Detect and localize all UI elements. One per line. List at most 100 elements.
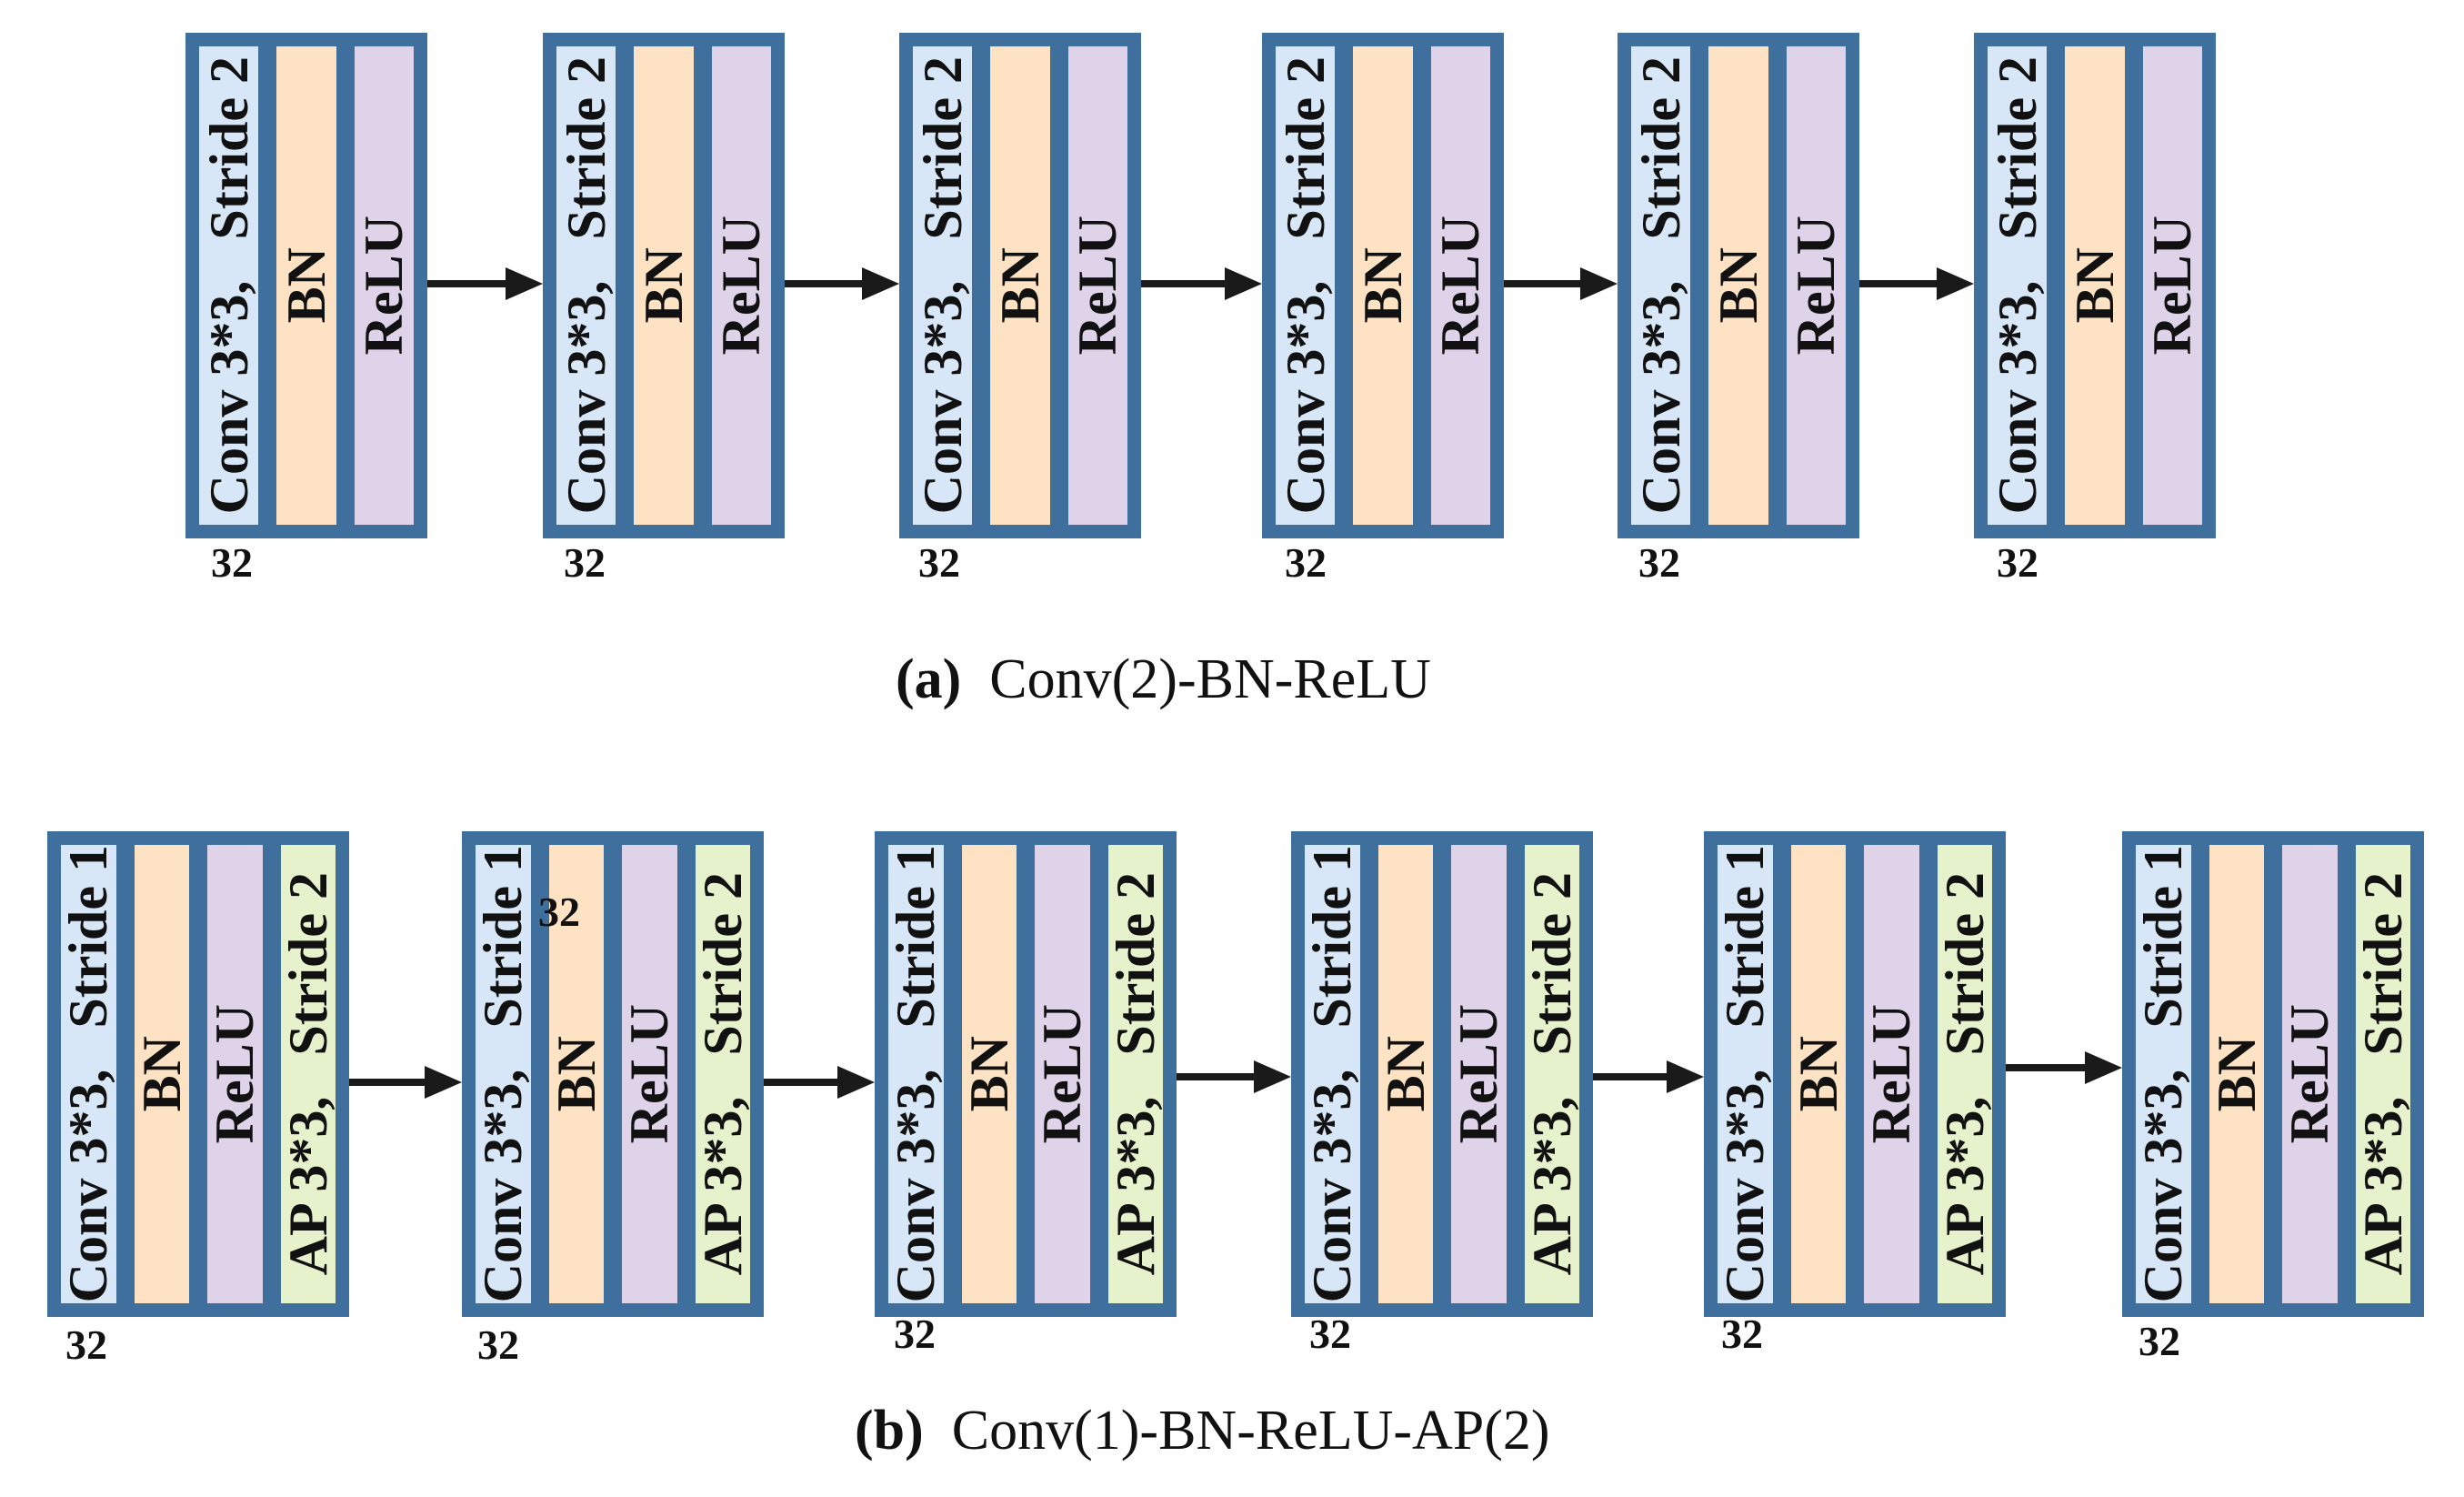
channel-count: 32 bbox=[211, 539, 253, 586]
relu-label: ReLU bbox=[619, 1004, 680, 1144]
block-b2: Conv 3*3, Stride 1 BN ReLU AP 3*3, Strid… bbox=[462, 831, 764, 1317]
relu-label: ReLU bbox=[354, 216, 415, 356]
arrow-right-icon bbox=[1593, 1060, 1704, 1093]
conv-layer: Conv 3*3, Stride 1 bbox=[883, 839, 949, 1309]
channel-count: 32 bbox=[2138, 1318, 2180, 1364]
relu-layer: ReLU bbox=[1062, 41, 1133, 530]
conv-label: Conv 3*3, Stride 1 bbox=[1302, 845, 1363, 1303]
arrow-right-icon bbox=[427, 267, 543, 300]
conv-layer: Conv 3*3, Stride 2 bbox=[1626, 41, 1697, 530]
block-a6: Conv 3*3, Stride 2 BN ReLU bbox=[1974, 33, 2216, 538]
relu-label: ReLU bbox=[1448, 1004, 1509, 1144]
conv-label: Conv 3*3, Stride 2 bbox=[1275, 56, 1336, 515]
bn-label: BN bbox=[275, 247, 336, 324]
conv-layer: Conv 3*3, Stride 1 bbox=[2130, 839, 2197, 1309]
caption-tag: (b) bbox=[855, 1400, 924, 1462]
ap-label: AP 3*3, Stride 2 bbox=[1521, 872, 1582, 1276]
conv-label: Conv 3*3, Stride 1 bbox=[58, 845, 119, 1303]
block-a1: Conv 3*3, Stride 2 BN ReLU bbox=[185, 33, 427, 538]
conv-label: Conv 3*3, Stride 1 bbox=[1715, 845, 1776, 1303]
relu-layer: ReLU bbox=[202, 839, 268, 1309]
block-a4: Conv 3*3, Stride 2 BN ReLU bbox=[1262, 33, 1504, 538]
conv-label: Conv 3*3, Stride 2 bbox=[198, 56, 259, 515]
channel-count: 32 bbox=[1721, 1311, 1763, 1357]
relu-layer: ReLU bbox=[1029, 839, 1096, 1309]
ap-layer: AP 3*3, Stride 2 bbox=[1931, 839, 1998, 1309]
conv-label: Conv 3*3, Stride 2 bbox=[1987, 56, 2048, 515]
relu-label: ReLU bbox=[1067, 216, 1128, 356]
channel-count: 32 bbox=[1285, 539, 1327, 586]
bn-layer: BN bbox=[1703, 41, 1774, 530]
channel-count: 32 bbox=[1309, 1311, 1351, 1357]
block-a5: Conv 3*3, Stride 2 BN ReLU bbox=[1618, 33, 1859, 538]
conv-layer: Conv 3*3, Stride 2 bbox=[1270, 41, 1341, 530]
bn-label: BN bbox=[1352, 247, 1413, 324]
bn-layer: BN bbox=[1372, 839, 1438, 1309]
block-a3: Conv 3*3, Stride 2 BN ReLU bbox=[899, 33, 1141, 538]
bn-layer: BN bbox=[128, 839, 195, 1309]
ap-layer: AP 3*3, Stride 2 bbox=[2349, 839, 2416, 1309]
conv-layer: Conv 3*3, Stride 2 bbox=[1982, 41, 2053, 530]
caption-b: (b) Conv(1)-BN-ReLU-AP(2) bbox=[855, 1399, 1550, 1463]
relu-layer: ReLU bbox=[1780, 41, 1851, 530]
conv-layer: Conv 3*3, Stride 2 bbox=[907, 41, 978, 530]
ap-label: AP 3*3, Stride 2 bbox=[692, 872, 753, 1276]
block-b1: Conv 3*3, Stride 1 BN ReLU AP 3*3, Strid… bbox=[47, 831, 349, 1317]
bn-layer: BN bbox=[1785, 839, 1851, 1309]
channel-count: 32 bbox=[894, 1311, 936, 1357]
channel-count: 32 bbox=[477, 1321, 519, 1368]
relu-label: ReLU bbox=[1786, 216, 1847, 356]
ap-label: AP 3*3, Stride 2 bbox=[277, 872, 338, 1276]
conv-label: Conv 3*3, Stride 2 bbox=[556, 56, 616, 515]
relu-layer: ReLU bbox=[2277, 839, 2343, 1309]
arrow-right-icon bbox=[349, 1066, 462, 1099]
arrow-right-icon bbox=[1859, 267, 1974, 300]
relu-label: ReLU bbox=[1032, 1004, 1093, 1144]
ap-layer: AP 3*3, Stride 2 bbox=[275, 839, 341, 1309]
bn-label: BN bbox=[958, 1036, 1019, 1112]
conv-label: Conv 3*3, Stride 1 bbox=[2133, 845, 2194, 1303]
arrow-right-icon bbox=[764, 1066, 875, 1099]
bn-label: BN bbox=[2064, 247, 2125, 324]
bn-label: BN bbox=[1375, 1036, 1436, 1112]
conv-layer: Conv 3*3, Stride 2 bbox=[194, 41, 265, 530]
conv-label: Conv 3*3, Stride 2 bbox=[1630, 56, 1691, 515]
conv-layer: Conv 3*3, Stride 1 bbox=[1299, 839, 1366, 1309]
arrow-right-icon bbox=[2006, 1051, 2122, 1084]
bn-layer: BN bbox=[1347, 41, 1418, 530]
conv-label: Conv 3*3, Stride 1 bbox=[473, 845, 534, 1303]
relu-layer: ReLU bbox=[348, 41, 419, 530]
caption-a: (a) Conv(2)-BN-ReLU bbox=[896, 648, 1431, 712]
conv-layer: Conv 3*3, Stride 1 bbox=[1712, 839, 1778, 1309]
conv-label: Conv 3*3, Stride 1 bbox=[886, 845, 947, 1303]
caption-text: Conv(1)-BN-ReLU-AP(2) bbox=[951, 1400, 1550, 1462]
relu-label: ReLU bbox=[205, 1004, 265, 1144]
bn-layer: BN bbox=[543, 839, 609, 1309]
relu-label: ReLU bbox=[711, 216, 772, 356]
block-b6: Conv 3*3, Stride 1 BN ReLU AP 3*3, Strid… bbox=[2122, 831, 2424, 1317]
bn-layer: BN bbox=[2059, 41, 2130, 530]
conv-layer: Conv 3*3, Stride 1 bbox=[55, 839, 122, 1309]
ap-layer: AP 3*3, Stride 2 bbox=[1102, 839, 1168, 1309]
caption-text: Conv(2)-BN-ReLU bbox=[989, 648, 1431, 710]
channel-count: 32 bbox=[1638, 539, 1680, 586]
bn-label: BN bbox=[131, 1036, 192, 1112]
ap-layer: AP 3*3, Stride 2 bbox=[689, 839, 756, 1309]
arrow-right-icon bbox=[785, 267, 899, 300]
bn-label: BN bbox=[989, 247, 1050, 324]
ap-label: AP 3*3, Stride 2 bbox=[1934, 872, 1995, 1276]
bn-layer: BN bbox=[628, 41, 699, 530]
channel-count: 32 bbox=[1997, 539, 2038, 586]
conv-layer: Conv 3*3, Stride 1 bbox=[470, 839, 536, 1309]
block-b4: Conv 3*3, Stride 1 BN ReLU AP 3*3, Strid… bbox=[1291, 831, 1593, 1317]
relu-layer: ReLU bbox=[706, 41, 776, 530]
relu-layer: ReLU bbox=[1858, 839, 1925, 1309]
conv-layer: Conv 3*3, Stride 2 bbox=[551, 41, 622, 530]
relu-layer: ReLU bbox=[1425, 41, 1496, 530]
bn-label: BN bbox=[2206, 1036, 2267, 1112]
relu-label: ReLU bbox=[1430, 216, 1491, 356]
relu-layer: ReLU bbox=[2137, 41, 2208, 530]
relu-label: ReLU bbox=[2142, 216, 2203, 356]
block-a2: Conv 3*3, Stride 2 BN ReLU bbox=[543, 33, 785, 538]
ap-layer: AP 3*3, Stride 2 bbox=[1518, 839, 1585, 1309]
